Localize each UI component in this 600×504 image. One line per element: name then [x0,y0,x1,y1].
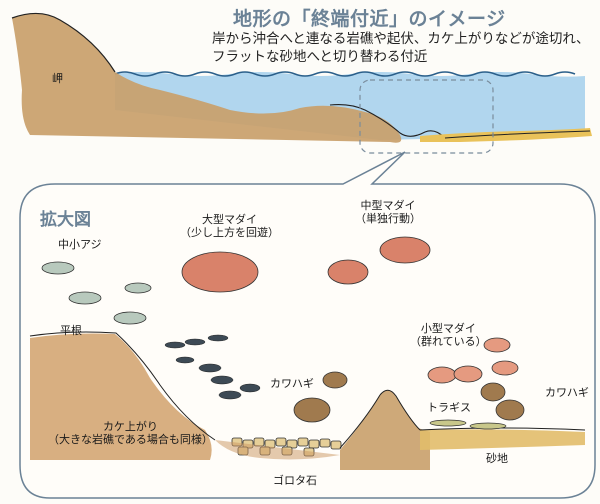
aji-school [41,261,152,325]
label-toragisu: トラギス [427,401,471,414]
sand-bottom [420,429,585,450]
label-kawahagi-right: カワハギ [545,386,589,399]
kawahagi [293,371,525,423]
rock-peak [340,390,430,470]
label-hirane: 平根 [60,324,82,337]
label-mid-madai: 中型マダイ （単独行動） [355,199,421,225]
sea-surface-line [114,71,576,77]
cape-label: 岬 [52,72,63,85]
sand-strip [420,128,592,142]
subtitle-line-1: 岸から沖合へと連なる岩礁や起伏、カケ上がりなどが途切れ、 [212,31,590,47]
large-madai [181,251,259,293]
zoom-panel-title: 拡大図 [40,210,91,230]
cape-rock [12,13,402,143]
focus-region-box [359,79,494,154]
toragisu [429,419,507,430]
dark-fish-school [164,334,261,400]
label-sand: 砂地 [486,452,508,465]
small-madai-school [427,337,519,384]
page-subtitle: 岸から沖合へと連なる岩礁や起伏、カケ上がりなどが途切れ、 フラットな砂地へと切り… [212,30,589,66]
label-gorota: ゴロタ石 [273,474,317,487]
label-kawahagi-left: カワハギ [270,377,314,390]
label-small-madai: 小型マダイ （群れている） [410,322,487,348]
page-title: 地形の「終端付近」のイメージ [233,8,506,30]
hirane-rock [30,333,212,460]
label-aji: 中小アジ [58,238,102,251]
mid-madai [327,236,431,285]
label-large-madai: 大型マダイ （少し上方を回遊） [180,213,279,239]
label-kakeagari: カケ上がり （大きな岩礁である場合も同様） [48,420,213,446]
subtitle-line-2: フラットな砂地へと切り替わる付近 [212,49,428,65]
